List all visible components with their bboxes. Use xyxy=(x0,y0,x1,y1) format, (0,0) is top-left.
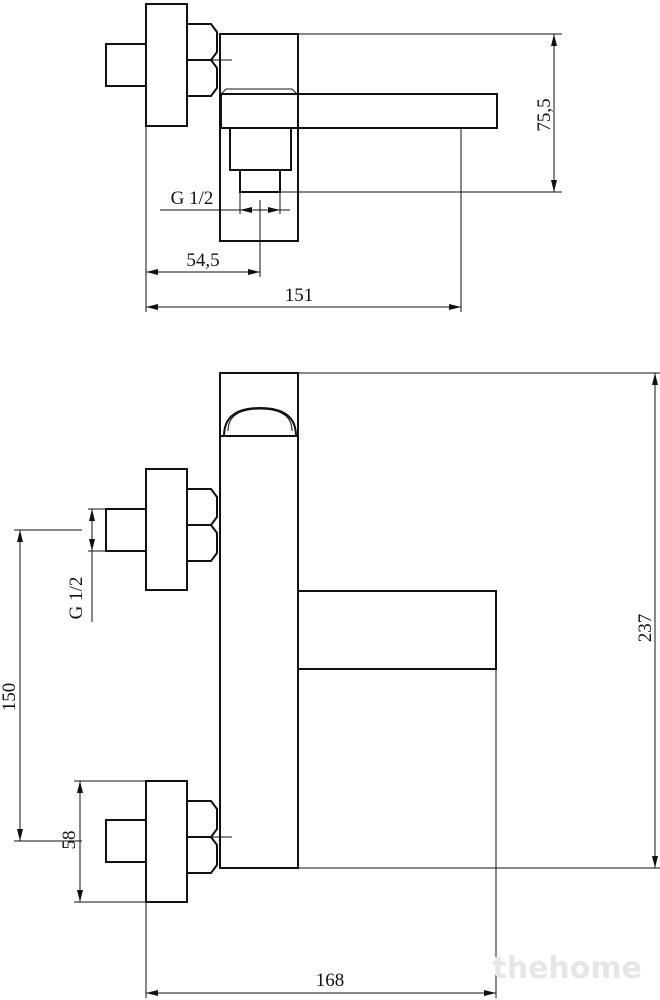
front-dim-length: 168 xyxy=(145,669,497,998)
front-view: 237 G 1/2 150 58 xyxy=(0,372,660,998)
top-dim-thread: G 1/2 xyxy=(160,188,290,214)
front-handle xyxy=(219,372,299,437)
front-upper-inlet xyxy=(105,468,218,591)
top-spout xyxy=(220,88,498,129)
front-dim-center: 150 xyxy=(0,529,82,842)
top-dim-length: 151 xyxy=(146,128,462,312)
front-dim-length-label: 168 xyxy=(316,970,345,991)
top-mixer-body xyxy=(219,33,299,242)
front-lower-inlet xyxy=(105,780,232,903)
watermark-logo: thehome xyxy=(492,951,642,986)
top-view: 75,5 G 1/2 54,5 151 xyxy=(105,3,562,312)
front-dim-height-label: 237 xyxy=(635,614,656,643)
front-dim-center-label: 150 xyxy=(0,683,20,712)
front-mixer-body xyxy=(219,435,299,869)
front-spout xyxy=(297,590,497,670)
top-dim-offset-label: 54,5 xyxy=(186,250,219,271)
top-dim-thread-label: G 1/2 xyxy=(171,188,214,209)
top-dim-offset: 54,5 xyxy=(145,126,261,312)
front-dim-height: 237 xyxy=(298,372,660,869)
top-dim-height-label: 75,5 xyxy=(534,98,555,131)
top-inlet-stub xyxy=(105,43,147,87)
top-dim-height: 75,5 xyxy=(266,33,562,193)
top-wall-flange xyxy=(145,3,188,127)
front-dim-inlet: 58 xyxy=(59,780,146,903)
front-dim-inlet-label: 58 xyxy=(59,831,80,850)
top-outlet xyxy=(229,128,292,193)
top-dim-length-label: 151 xyxy=(285,285,314,306)
front-dim-thread-label: G 1/2 xyxy=(66,577,87,620)
front-dim-thread: G 1/2 xyxy=(66,508,106,622)
